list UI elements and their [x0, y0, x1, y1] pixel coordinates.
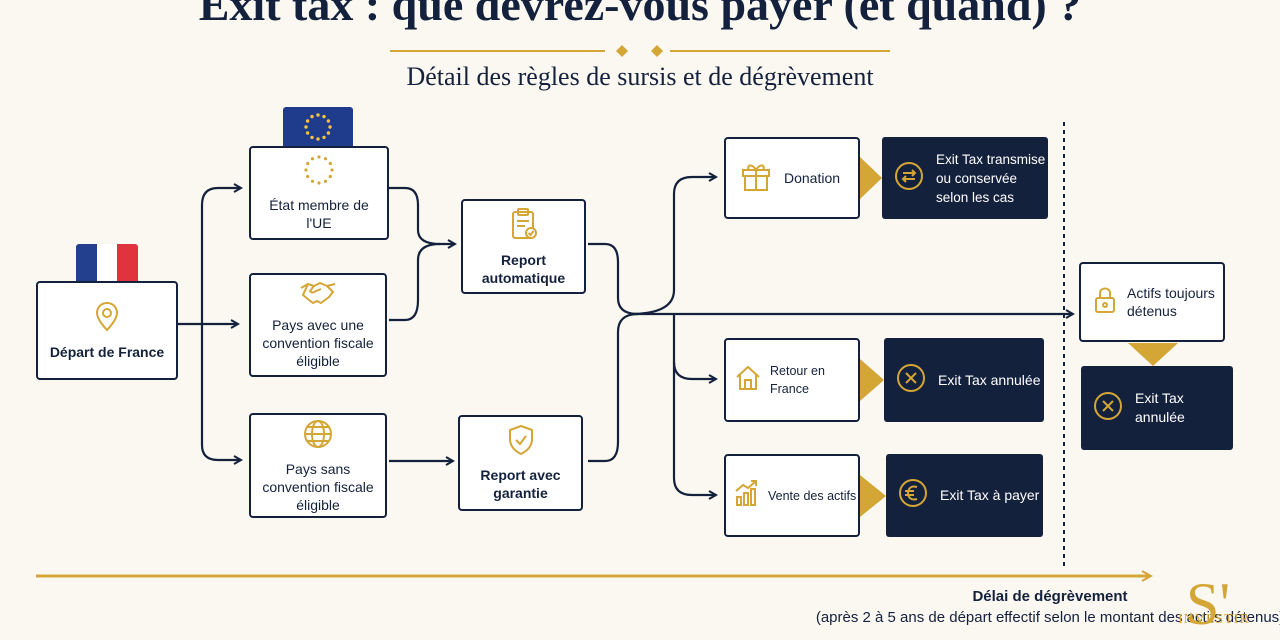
node-report-garantie: Report avec garantie — [458, 415, 583, 511]
timeline-note: (après 2 à 5 ans de départ effectif selo… — [815, 609, 1280, 626]
handshake-icon — [299, 280, 337, 310]
outcome-actifs-label: Exit Tax annulée — [1135, 390, 1185, 425]
outcome-retour-label: Exit Tax annulée — [938, 371, 1041, 388]
globe-icon — [302, 418, 334, 454]
logo-text: INVESTIR — [1178, 612, 1250, 627]
node-sans-convention-label: Pays sans convention fiscale éligible — [262, 460, 374, 513]
outcome-donation-label: Exit Tax transmise ou conservée selon le… — [936, 151, 1046, 205]
node-convention-label: Pays avec une convention fiscale éligibl… — [262, 317, 374, 369]
node-report-garantie-label: Report avec garantie — [480, 467, 561, 501]
close-circle-icon — [896, 363, 926, 398]
node-retour: Retour en France — [724, 338, 860, 422]
node-depart: Départ de France — [36, 281, 178, 380]
title-ornament — [390, 45, 890, 57]
euro-icon — [898, 478, 928, 513]
close-circle-icon — [1093, 391, 1123, 426]
connectors — [178, 177, 1073, 495]
node-vente: Vente des actifs — [724, 454, 860, 537]
outcome-vente: Exit Tax à payer — [886, 454, 1043, 537]
node-report-auto: Report automatique — [461, 199, 586, 294]
node-retour-label: Retour en France — [770, 364, 825, 396]
node-sans-convention: Pays sans convention fiscale éligible — [249, 413, 387, 518]
padlock-icon — [1093, 285, 1117, 319]
node-eu: État membre de l'UE — [249, 146, 389, 240]
house-icon — [734, 364, 762, 397]
node-depart-label: Départ de France — [49, 343, 165, 360]
node-actifs: Actifs toujours détenus — [1079, 262, 1225, 342]
outcome-retour: Exit Tax annulée — [884, 338, 1044, 422]
page-title: Exit tax : que devrez-vous payer (et qua… — [198, 0, 1082, 30]
node-report-auto-label: Report automatique — [481, 251, 566, 286]
timeline-label: Délai de dégrèvement — [972, 588, 1128, 605]
clipboard-check-icon — [510, 207, 538, 245]
node-convention: Pays avec une convention fiscale éligibl… — [249, 273, 387, 377]
page-subtitle: Détail des règles de sursis et de dégrèv… — [406, 62, 874, 91]
french-flag — [76, 244, 138, 282]
outcome-vente-label: Exit Tax à payer — [940, 487, 1040, 503]
node-donation-label: Donation — [784, 170, 841, 186]
eu-stars-icon — [303, 154, 335, 190]
node-actifs-label: Actifs toujours détenus — [1127, 285, 1215, 319]
swap-arrows-icon — [894, 161, 924, 196]
node-vente-label: Vente des actifs — [768, 488, 857, 503]
shield-check-icon — [507, 424, 535, 460]
eu-flag — [283, 107, 353, 147]
timeline-label-block: Délai de dégrèvement (après 2 à 5 ans de… — [790, 586, 1280, 628]
outcome-actifs: Exit Tax annulée — [1081, 366, 1233, 450]
node-donation: Donation — [724, 137, 860, 219]
outcome-pointers — [860, 157, 1178, 517]
outcome-donation: Exit Tax transmise ou conservée selon le… — [882, 137, 1048, 219]
growth-chart-icon — [734, 479, 760, 512]
investir-logo: S' INVESTIR — [1170, 574, 1280, 640]
logo-letter: S' — [1186, 571, 1231, 637]
node-eu-label: État membre de l'UE — [269, 197, 369, 231]
location-pin-icon — [94, 301, 120, 337]
gift-icon — [740, 160, 772, 196]
